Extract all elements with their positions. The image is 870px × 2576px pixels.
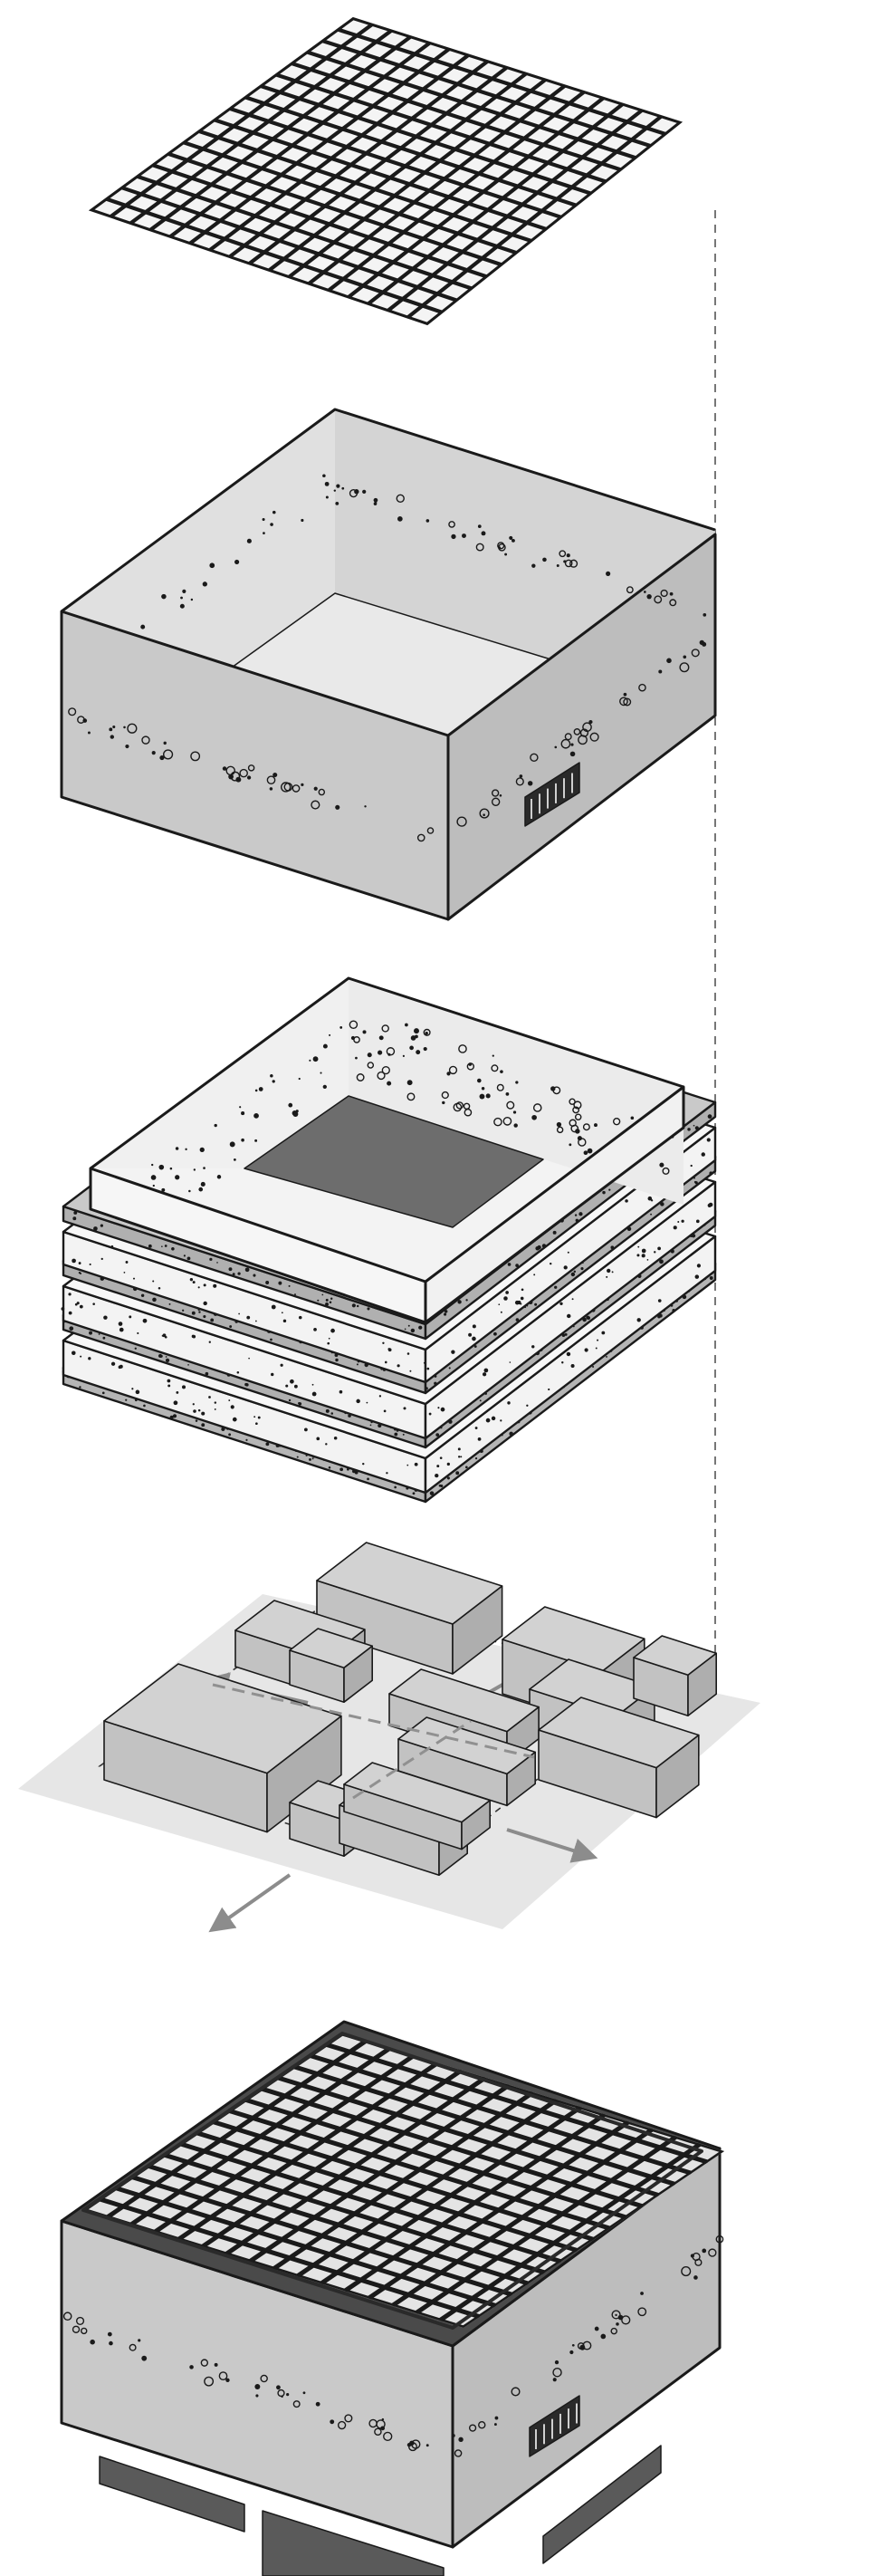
perforated-outer-shell [60,408,717,921]
assembled-unit [60,2020,724,2576]
vent-grille [529,2395,580,2457]
block-massing-plan [18,1542,760,1933]
vent-grille [524,762,580,827]
stacked-perforated-liners [61,976,717,1504]
grid-lid [88,16,684,326]
inner-liner-box [89,976,685,1324]
